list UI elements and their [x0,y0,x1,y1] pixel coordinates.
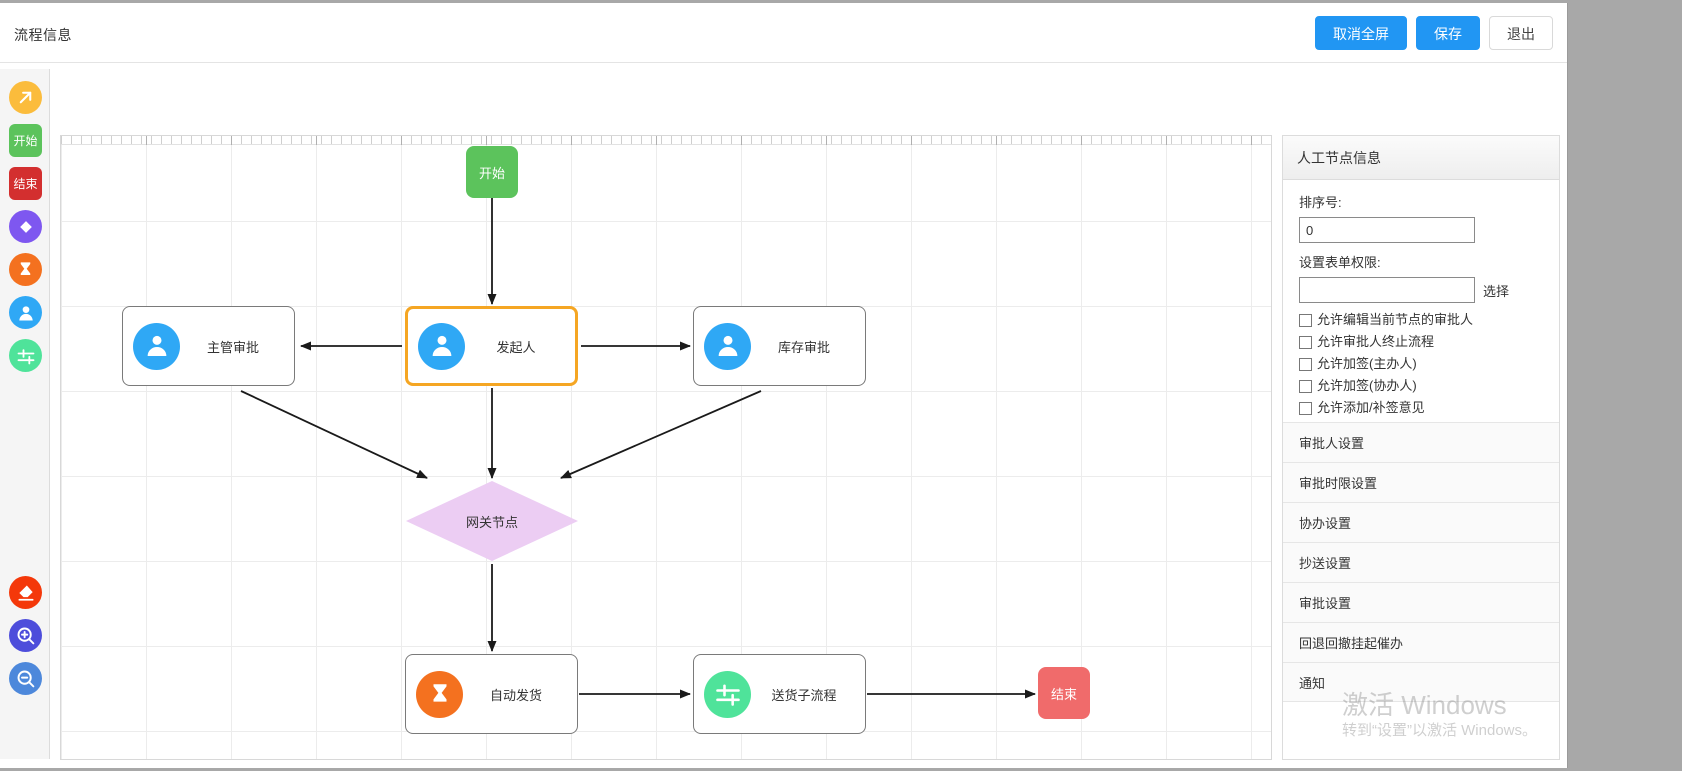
zoom-out-tool[interactable] [9,662,42,695]
approver-settings-section[interactable]: 审批人设置 [1283,422,1559,462]
flow-node-label: 自动发货 [489,687,542,703]
person-icon [16,303,36,323]
node-palette-toolbar: 开始 结束 [0,69,50,759]
gateway-node-tool[interactable] [9,210,42,243]
quit-button[interactable]: 退出 [1489,16,1553,50]
rollback-settings-section[interactable]: 回退回撤挂起催办 [1283,622,1559,662]
flow-node-label: 开始 [478,165,505,181]
subprocess-node-tool[interactable] [9,339,42,372]
window-header: 流程信息 取消全屏 保存 退出 [0,3,1567,63]
auto-task-node-tool[interactable] [9,253,42,286]
allow-terminate-label: 允许审批人终止流程 [1317,334,1435,349]
flow-edges [240,198,1036,699]
allow-countersign-owner-checkbox[interactable] [1299,358,1312,371]
flow-node-start[interactable]: 开始 [466,146,518,198]
flow-node-label: 网关节点 [465,514,518,530]
allow-edit-approver-label: 允许编辑当前节点的审批人 [1317,312,1474,327]
flow-node-label: 库存审批 [777,339,830,355]
eraser-tool[interactable] [9,576,42,609]
flow-node-gateway[interactable]: 网关节点 [406,481,578,561]
sliders-icon [16,346,36,366]
zoom-in-tool[interactable] [9,619,42,652]
canvas-ruler [61,136,1271,145]
person-icon [704,322,751,370]
arrow-up-right-icon [16,88,35,107]
flow-node-initiator[interactable]: 发起人 [405,306,578,386]
panel-body: 排序号: 设置表单权限: 选择 允许编辑当前节点的审批人 [1283,180,1559,759]
allow-countersign-assistant-checkbox[interactable] [1299,380,1312,393]
assistant-settings-section[interactable]: 协办设置 [1283,502,1559,542]
start-node-tool-label: 开始 [13,134,38,148]
order-field-label: 排序号: [1299,195,1342,210]
panel-title: 人工节点信息 [1283,136,1559,180]
allow-add-comment-label: 允许添加/补签意见 [1317,400,1425,415]
cc-settings-section[interactable]: 抄送设置 [1283,542,1559,582]
person-icon [133,322,180,370]
approval-time-limit-section[interactable]: 审批时限设置 [1283,462,1559,502]
user-task-node-tool[interactable] [9,296,42,329]
page-title: 流程信息 [14,27,72,43]
end-node-tool-label: 结束 [13,177,38,191]
flow-node-label: 结束 [1050,686,1077,702]
flow-node-stock-approval[interactable]: 库存审批 [693,306,866,386]
zoom-out-icon [15,668,36,689]
allow-add-comment-checkbox[interactable] [1299,402,1312,415]
allow-countersign-assistant-label: 允许加签(协办人) [1317,378,1417,393]
order-input[interactable] [1299,217,1475,243]
eraser-icon [16,583,36,603]
header-actions: 取消全屏 保存 退出 [1315,16,1553,50]
diamond-icon [16,217,36,237]
allow-terminate-checkbox[interactable] [1299,336,1312,349]
allow-edit-approver-row[interactable]: 允许编辑当前节点的审批人 [1283,312,1559,328]
flow-node-delivery-subprocess[interactable]: 送货子流程 [693,654,866,734]
flow-node-label: 送货子流程 [771,687,837,703]
exit-fullscreen-button[interactable]: 取消全屏 [1315,16,1407,50]
notification-settings-section[interactable]: 通知 [1283,662,1559,702]
settings-accordion: 审批人设置 审批时限设置 协办设置 抄送设置 审批设置 回退回撤挂起催办 通知 [1283,422,1559,702]
connector-arrow-tool[interactable] [9,81,42,114]
flow-node-label: 发起人 [496,339,536,355]
allow-countersign-owner-row[interactable]: 允许加签(主办人) [1283,356,1559,372]
allow-terminate-row[interactable]: 允许审批人终止流程 [1283,334,1559,350]
form-permission-input[interactable] [1299,277,1475,303]
zoom-in-icon [15,625,36,646]
person-icon [418,322,465,370]
allow-countersign-owner-label: 允许加签(主办人) [1317,356,1417,371]
node-properties-panel: 人工节点信息 排序号: 设置表单权限: 选择 允许编 [1282,135,1560,760]
end-node-tool[interactable]: 结束 [9,167,42,200]
save-button[interactable]: 保存 [1416,16,1480,50]
hourglass-icon [416,670,463,718]
allow-edit-approver-checkbox[interactable] [1299,314,1312,327]
form-permission-label: 设置表单权限: [1299,255,1381,270]
flow-designer-window: 流程信息 取消全屏 保存 退出 开始 结束 [0,3,1568,768]
form-permission-field: 设置表单权限: 选择 [1283,252,1559,303]
start-node-tool[interactable]: 开始 [9,124,42,157]
form-permission-select-button[interactable]: 选择 [1483,283,1510,299]
order-field: 排序号: [1283,192,1559,243]
approval-settings-section[interactable]: 审批设置 [1283,582,1559,622]
flow-node-end[interactable]: 结束 [1038,667,1090,719]
flow-node-auto-shipping[interactable]: 自动发货 [405,654,578,734]
flow-canvas[interactable]: 开始 主管审批 发起人 [60,135,1272,760]
allow-add-comment-row[interactable]: 允许添加/补签意见 [1283,400,1559,416]
sliders-icon [704,670,751,718]
allow-countersign-assistant-row[interactable]: 允许加签(协办人) [1283,378,1559,394]
flow-node-manager-approval[interactable]: 主管审批 [122,306,295,386]
flow-node-label: 主管审批 [206,339,259,355]
designer-body: 开始 结束 [0,63,1567,768]
hourglass-icon [16,260,35,279]
